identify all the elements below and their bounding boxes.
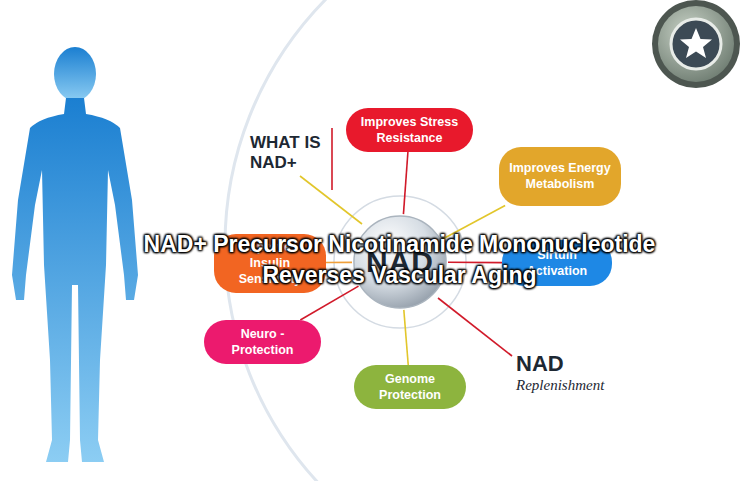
benefit-text: Improves Energy Metabolism bbox=[509, 160, 611, 193]
benefit-text: Neuro - Protection bbox=[214, 326, 311, 359]
subheading-label: Replenishment bbox=[516, 376, 604, 394]
benefit-text: Improves Stress Resistance bbox=[356, 114, 463, 147]
human-silhouette bbox=[12, 47, 138, 462]
overlay-title: NAD+ Precursor Nicotinamide Mononucleoti… bbox=[132, 229, 667, 291]
heading-label: WHAT IS NAD+ bbox=[250, 133, 332, 173]
benefit-box: Improves Energy Metabolism bbox=[499, 147, 621, 206]
benefit-text: Genome Protection bbox=[364, 371, 456, 404]
benefit-box: Improves Stress Resistance bbox=[346, 108, 473, 152]
star-badge bbox=[652, 0, 740, 88]
connector-line bbox=[404, 310, 408, 365]
benefit-box: Genome Protection bbox=[354, 365, 466, 409]
benefit-box: Neuro - Protection bbox=[204, 320, 321, 364]
heading-label: NAD bbox=[516, 352, 564, 376]
connector-line bbox=[403, 152, 407, 214]
